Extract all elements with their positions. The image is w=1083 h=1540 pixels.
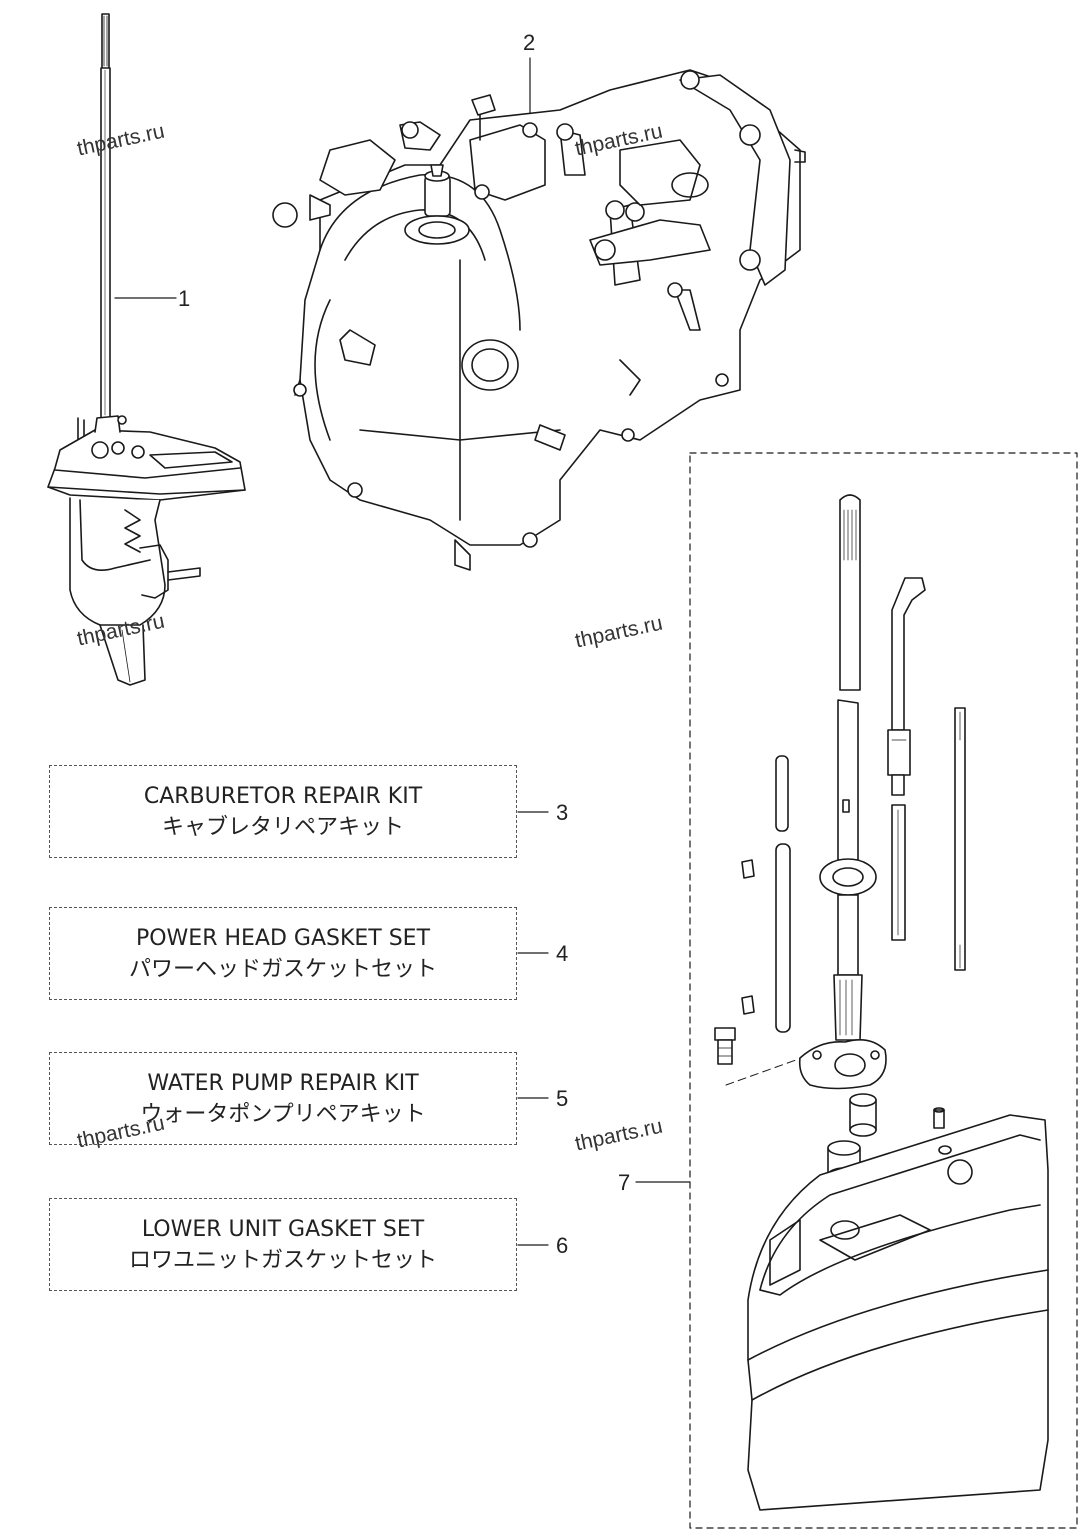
power-head-icon bbox=[272, 57, 806, 571]
callout-2: 2 bbox=[523, 30, 536, 55]
kit-box-lower-unit-gasket: LOWER UNIT GASKET SET ロワユニットガスケットセット bbox=[49, 1198, 517, 1291]
kit-box-carburetor-repair: CARBURETOR REPAIR KIT キャブレタリペアキット bbox=[49, 765, 517, 858]
lower-unit-drive-shaft-icon bbox=[47, 13, 246, 686]
kit-label-en: CARBURETOR REPAIR KIT bbox=[143, 783, 423, 809]
callout-3: 3 bbox=[556, 800, 569, 825]
kit-label-ja: パワーヘッドガスケットセット bbox=[128, 956, 437, 982]
kit-box-power-head-gasket: POWER HEAD GASKET SET パワーヘッドガスケットセット bbox=[49, 907, 517, 1000]
callout-4: 4 bbox=[556, 941, 569, 966]
callout-6: 6 bbox=[556, 1233, 569, 1258]
callout-1: 1 bbox=[178, 286, 191, 311]
kit-label-ja: ロワユニットガスケットセット bbox=[128, 1247, 437, 1273]
kit-label-en: POWER HEAD GASKET SET bbox=[135, 925, 431, 951]
kit-label-en: WATER PUMP REPAIR KIT bbox=[147, 1070, 419, 1096]
kit-7-group-border bbox=[689, 452, 1078, 1529]
callout-5: 5 bbox=[556, 1086, 569, 1111]
kit-label-ja: キャブレタリペアキット bbox=[161, 814, 404, 840]
kit-label-ja: ウォータポンプリペアキット bbox=[140, 1101, 426, 1127]
drive-shaft-housing-kit-icon bbox=[714, 494, 1049, 1511]
kit-box-water-pump-repair: WATER PUMP REPAIR KIT ウォータポンプリペアキット bbox=[49, 1052, 517, 1145]
callout-7: 7 bbox=[618, 1170, 631, 1195]
kit-label-en: LOWER UNIT GASKET SET bbox=[141, 1216, 425, 1242]
